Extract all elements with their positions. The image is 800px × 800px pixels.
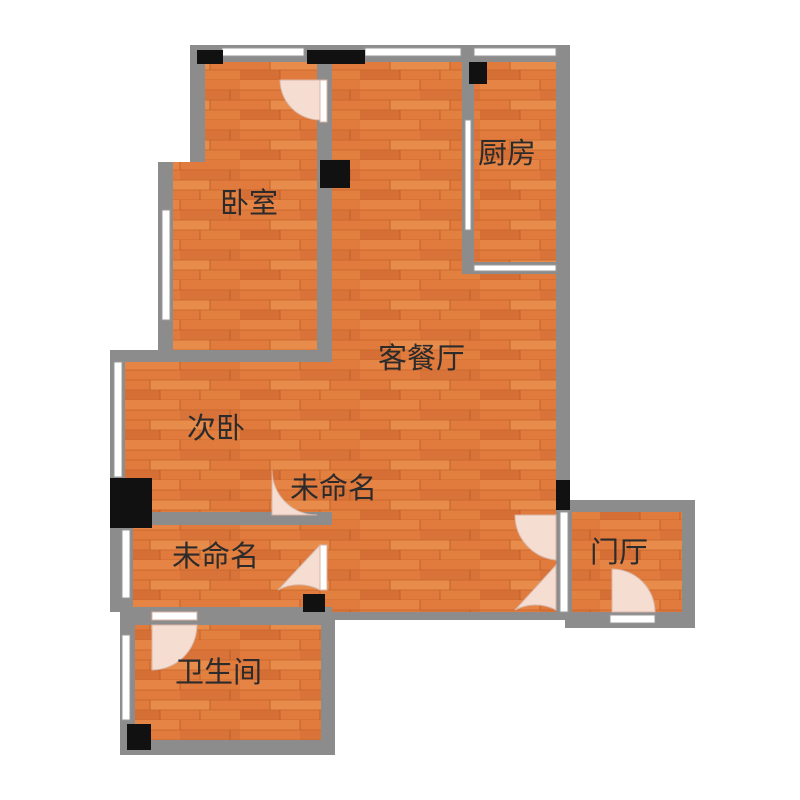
- door-leaf-bedroom: [319, 79, 328, 123]
- column-west: [110, 478, 152, 528]
- label-living-dining: 客餐厅: [378, 341, 465, 375]
- label-unnamed-room: 未命名: [172, 539, 259, 573]
- column-bathroom: [127, 724, 151, 750]
- column-living-upper: [320, 160, 350, 188]
- floor-unnamed-room: [133, 525, 317, 607]
- floor-second-bedroom: [125, 362, 317, 512]
- floor-living-top: [332, 62, 462, 272]
- column-top-mid: [307, 50, 365, 64]
- floor-living: [332, 272, 556, 612]
- door-swings: [151, 79, 656, 671]
- door-bedroom: [279, 79, 321, 121]
- door-leaf-bathroom: [151, 611, 198, 621]
- door-frame-foyer: [559, 511, 569, 613]
- window-top-kitchen: [473, 47, 557, 57]
- label-bedroom: 卧室: [220, 186, 278, 220]
- window-kitchen-divider: [464, 119, 472, 231]
- floor-kitchen: [474, 62, 556, 262]
- window-bedroom-left: [161, 209, 171, 321]
- label-kitchen: 厨房: [478, 136, 536, 170]
- label-unnamed-hall: 未命名: [290, 471, 377, 505]
- window-bathroom-left: [121, 634, 131, 721]
- wall-bedroom-secondbed: [160, 350, 332, 362]
- window-kitchen-bottom: [473, 264, 557, 272]
- column-foyer: [556, 480, 570, 510]
- floor-unnamed-hall: [317, 362, 332, 517]
- door-leaf-unnamed: [319, 544, 328, 591]
- label-bathroom: 卫生间: [175, 655, 262, 689]
- window-secondbed-left: [113, 361, 123, 478]
- columns: [110, 50, 570, 750]
- door-secondbed: [271, 469, 318, 516]
- door-foyer-lower: [514, 563, 557, 611]
- windows: [113, 47, 656, 721]
- column-top-left: [197, 50, 223, 64]
- wall-bedroom-living: [317, 62, 332, 362]
- label-foyer: 门厅: [590, 535, 648, 569]
- floors: [125, 62, 682, 740]
- column-unnamed-corner: [303, 594, 325, 612]
- label-second-bedroom: 次卧: [187, 411, 245, 445]
- door-foyer-entry: [611, 568, 656, 613]
- window-top-living: [364, 47, 462, 57]
- door-bathroom: [151, 624, 198, 671]
- floor-bedroom-lower: [173, 162, 317, 352]
- room-labels: 卧室 厨房 客餐厅 次卧 未命名 未命名 门厅 卫生间: [172, 136, 648, 689]
- door-foyer-upper: [514, 514, 557, 561]
- window-foyer-bottom: [609, 614, 656, 624]
- window-unnamed-left: [121, 529, 131, 599]
- window-top-bedroom: [221, 47, 305, 57]
- column-kitchen-corner: [469, 62, 487, 84]
